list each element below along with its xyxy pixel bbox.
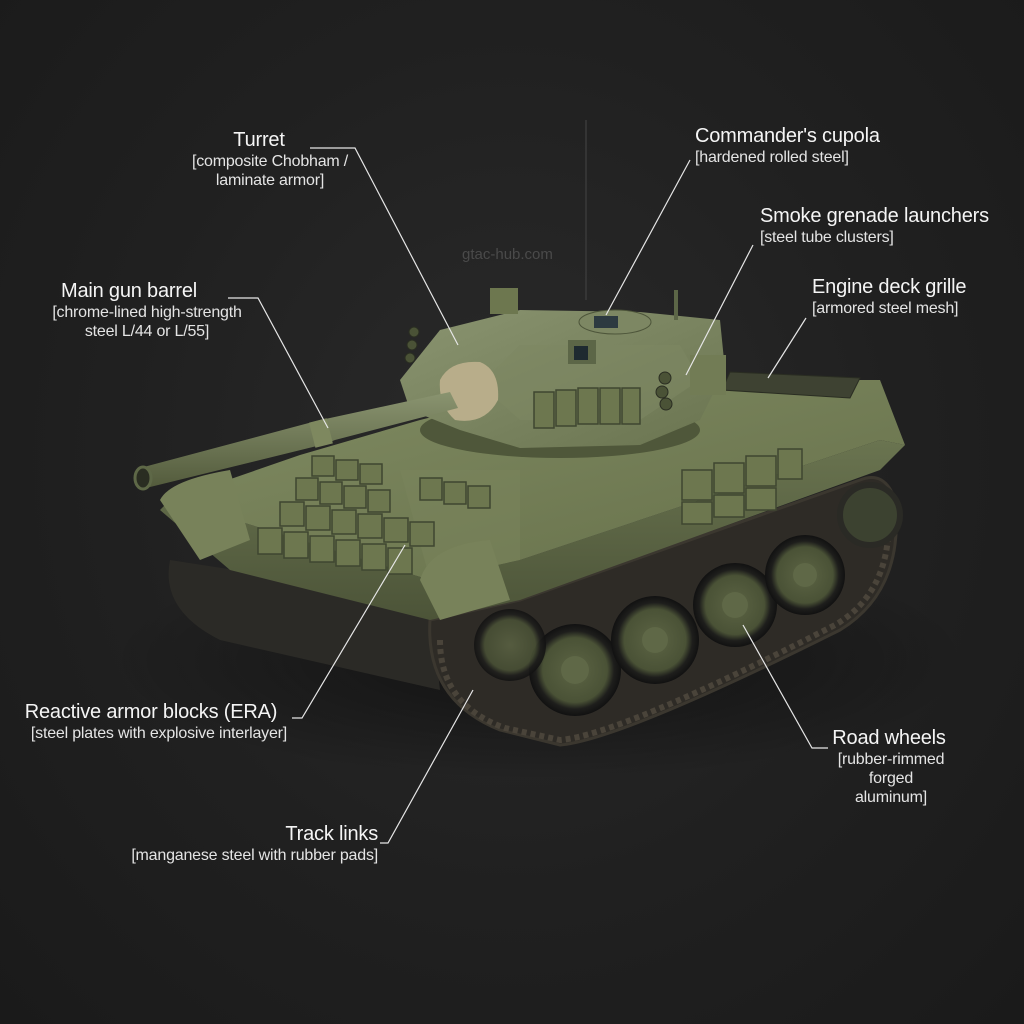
label-title: Engine deck grille bbox=[812, 276, 967, 298]
turret-leader bbox=[310, 147, 459, 346]
label-material: [composite Chobham / bbox=[191, 153, 349, 170]
label-material: steel L/44 or L/55] bbox=[84, 323, 210, 341]
track-leader bbox=[380, 689, 474, 844]
wheel-leader bbox=[742, 624, 828, 749]
label-material: [rubber-rimmed forged bbox=[837, 751, 945, 788]
era-blocks bbox=[257, 455, 491, 575]
side-era bbox=[681, 448, 803, 525]
smoke-launchers bbox=[404, 326, 673, 411]
label-road-wheels: Road wheels [rubber-rimmed forged alumin… bbox=[816, 726, 966, 808]
label-material: [armored steel mesh] bbox=[812, 300, 959, 317]
label-main-gun-barrel: Main gun barrel [chrome-lined high-stren… bbox=[36, 279, 258, 341]
label-material: [steel plates with explosive interlayer] bbox=[30, 725, 288, 742]
label-title: Road wheels bbox=[832, 727, 946, 749]
label-commander-cupola: Commander's cupola [hardened rolled stee… bbox=[695, 124, 880, 167]
label-engine-deck-grille: Engine deck grille [armored steel mesh] bbox=[812, 275, 966, 318]
label-material: [chrome-lined high-strength bbox=[52, 304, 242, 321]
smoke-leader bbox=[685, 244, 754, 376]
road-wheels bbox=[474, 482, 903, 716]
label-reactive-armor: Reactive armor blocks (ERA) [steel plate… bbox=[14, 700, 304, 743]
label-material: [steel tube clusters] bbox=[760, 229, 894, 246]
era-leader bbox=[292, 544, 406, 719]
gun-leader bbox=[228, 297, 329, 429]
label-material: [hardened rolled steel] bbox=[695, 149, 849, 166]
label-material: [manganese steel with rubber pads] bbox=[131, 847, 378, 864]
main-gun-barrel bbox=[140, 392, 458, 488]
watermark: gtac-hub.com bbox=[462, 246, 553, 263]
label-material: aluminum] bbox=[854, 789, 927, 807]
label-smoke-launchers: Smoke grenade launchers [steel tube clus… bbox=[760, 204, 989, 247]
engine-leader bbox=[767, 317, 807, 379]
hull-side bbox=[160, 440, 905, 620]
label-track-links: Track links [manganese steel with rubber… bbox=[104, 822, 378, 865]
label-title: Turret bbox=[233, 129, 285, 151]
label-material: laminate armor] bbox=[215, 172, 325, 190]
cupola-leader bbox=[605, 159, 691, 316]
label-turret: Turret [composite Chobham / laminate arm… bbox=[170, 128, 370, 190]
label-title: Reactive armor blocks (ERA) bbox=[24, 701, 278, 723]
label-title: Smoke grenade launchers bbox=[760, 205, 989, 227]
label-title: Commander's cupola bbox=[695, 125, 880, 147]
leader-lines bbox=[228, 147, 828, 844]
label-title: Main gun barrel bbox=[61, 280, 197, 302]
label-title: Track links bbox=[285, 823, 378, 845]
